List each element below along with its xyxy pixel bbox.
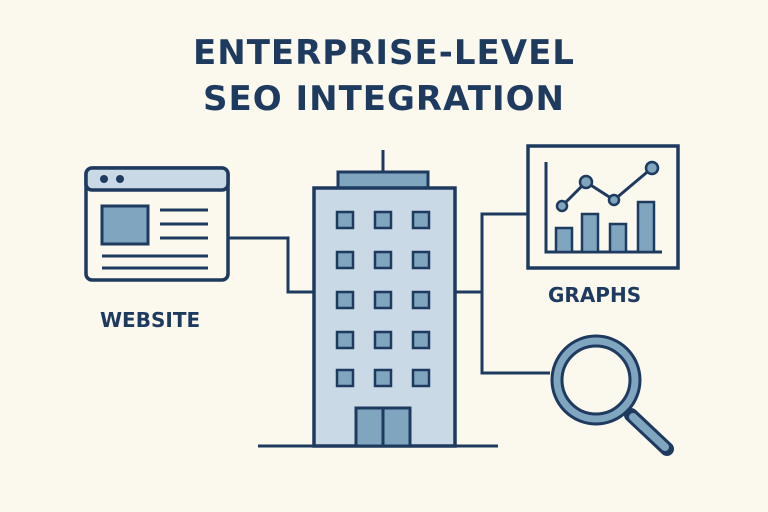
title-line-2: SEO INTEGRATION bbox=[203, 79, 565, 119]
building-roof bbox=[336, 170, 430, 190]
magnifying-glass-icon bbox=[550, 334, 674, 456]
office-building-icon bbox=[258, 150, 498, 448]
graph-bar bbox=[580, 212, 600, 254]
graph-bar bbox=[636, 200, 656, 254]
building-windows bbox=[335, 210, 431, 388]
connector-website-building bbox=[228, 236, 314, 294]
graph-point bbox=[578, 174, 594, 190]
connector-building-graphs bbox=[455, 212, 528, 294]
graphs-label: GRAPHS bbox=[548, 283, 642, 307]
graph-trend-line bbox=[560, 166, 653, 208]
building-body bbox=[312, 186, 457, 448]
graph-point bbox=[555, 199, 569, 213]
graph-point bbox=[644, 160, 660, 176]
connector-building-search bbox=[480, 292, 550, 375]
website-label: WEBSITE bbox=[100, 308, 201, 332]
building-door bbox=[354, 406, 412, 448]
website-browser-icon bbox=[84, 166, 230, 282]
graph-point bbox=[607, 193, 621, 207]
title-line-1: ENTERPRISE-LEVEL bbox=[193, 33, 575, 73]
connector-lines bbox=[228, 212, 550, 375]
graph-bar bbox=[608, 222, 628, 254]
bar-line-graph-icon bbox=[526, 144, 680, 270]
graph-bar bbox=[554, 226, 574, 254]
